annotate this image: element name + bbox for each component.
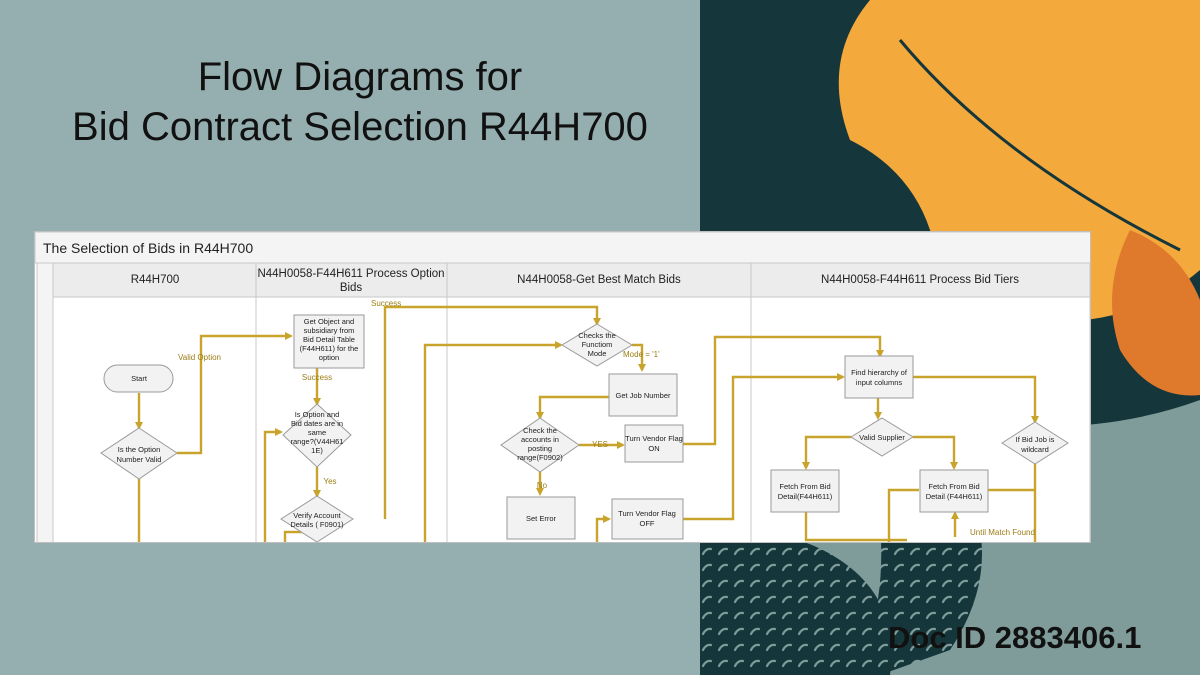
node-vendor-off-line-1: Turn Vendor Flag: [618, 509, 676, 518]
label-yes-2: YES: [592, 440, 608, 449]
node-check-accounts-line-3: posting: [528, 444, 552, 453]
leaf-vein: [898, 39, 1181, 252]
connector: [383, 305, 601, 519]
connector: [804, 512, 907, 542]
label-until-match: Until Match Found: [970, 528, 1035, 537]
orange-leaf-shape: [838, 0, 1200, 322]
node-if-bid-job-line-1: If Bid Job is: [1016, 435, 1055, 444]
node-verify-account-line-2: Details ( F0901): [290, 520, 344, 529]
slide-title-line-1: Flow Diagrams for: [197, 55, 523, 99]
node-vendor-on-line-2: ON: [648, 444, 659, 453]
lane-header-process-option-bids-line-1: N44H0058-F44H611 Process Option: [257, 268, 444, 280]
node-start: [103, 364, 174, 393]
swimlane-flow-diagram: The Selection of Bids in R44H700 R44H700…: [35, 232, 1090, 542]
diagram-title: The Selection of Bids in R44H700: [43, 240, 253, 256]
node-fetch-left-line-1: Fetch From Bid: [779, 482, 830, 491]
node-if-bid-job: [1001, 421, 1069, 465]
lane-header-best-match: N44H0058-Get Best Match Bids: [517, 274, 681, 286]
node-vendor-off-line-2: OFF: [640, 519, 655, 528]
node-get-object-line-5: option: [319, 353, 339, 362]
connector: [177, 332, 293, 455]
node-find-hierarchy: [844, 355, 914, 399]
flow-diagram-panel: The Selection of Bids in R44H700 R44H700…: [34, 231, 1091, 543]
lane-header-bid-tiers: N44H0058-F44H611 Process Bid Tiers: [821, 274, 1019, 286]
document-id: Doc ID 2883406.1: [888, 620, 1142, 655]
node-check-accounts-line-1: Check the: [523, 426, 557, 435]
node-verify-account-line-1: Verify Account: [293, 511, 341, 520]
node-function-mode: [561, 323, 633, 367]
slide-title-line-2: Bid Contract Selection R44H700: [72, 105, 648, 149]
connector: [913, 375, 1039, 424]
node-set-error: [506, 496, 576, 540]
node-vendor-on: [624, 424, 684, 463]
node-function-mode-line-3: Mode: [588, 349, 607, 358]
node-get-object-line-1: Get Object and: [304, 317, 354, 326]
node-fetch-right-line-2: Detail (F44H611): [926, 492, 983, 501]
node-vendor-off: [611, 498, 684, 540]
slide-title: Flow Diagrams for Bid Contract Selection…: [0, 52, 720, 152]
node-find-hierarchy-line-1: Find hierarchy of: [851, 368, 908, 377]
label-valid-option: Valid Option: [178, 353, 221, 362]
connector: [423, 341, 563, 542]
connector: [536, 395, 609, 420]
node-function-mode-line-1: Checks the: [578, 331, 616, 340]
node-get-job: [608, 373, 678, 417]
lane-header-r44h700: R44H700: [131, 274, 180, 286]
node-get-job-text: Get Job Number: [615, 391, 671, 400]
node-fetch-left-line-2: Detail(F44H611): [778, 492, 833, 501]
node-dates-range-line-4: range?(V44H61: [291, 437, 344, 446]
connector: [683, 373, 845, 521]
node-option-valid-line-1: Is the Option: [118, 445, 161, 454]
node-fetch-right: [919, 469, 989, 513]
node-dates-range-line-2: Bid dates are in: [291, 419, 343, 428]
node-verify-account: [280, 495, 354, 542]
node-get-object-line-2: subsidiary from: [304, 326, 355, 335]
connector: [913, 435, 958, 470]
node-get-object-line-4: (F44H611) for the: [300, 344, 359, 353]
label-no: No: [537, 481, 548, 490]
node-option-valid: [100, 427, 178, 480]
node-option-valid-line-2: Number Valid: [117, 455, 162, 464]
node-find-hierarchy-line-2: input columns: [856, 378, 903, 387]
label-yes-1: Yes: [323, 477, 336, 486]
label-success-2: Success: [371, 299, 401, 308]
node-get-object-line-3: Bid Detail Table: [303, 335, 355, 344]
node-start-text: Start: [131, 374, 148, 383]
connector: [887, 488, 919, 542]
node-check-accounts-line-2: accounts in: [521, 435, 559, 444]
dark-orange-leaf-shape: [1112, 230, 1200, 396]
node-check-accounts-line-4: range(F0902): [517, 453, 563, 462]
node-fetch-right-line-1: Fetch From Bid: [928, 482, 979, 491]
node-dates-range-line-3: same: [308, 428, 326, 437]
node-dates-range-line-1: Is Option and: [295, 410, 340, 419]
lane-header-bg: [52, 262, 1090, 298]
node-if-bid-job-line-2: wildcard: [1020, 445, 1049, 454]
pool-gutter: [36, 262, 54, 542]
connector: [802, 435, 851, 470]
node-check-accounts: [500, 417, 580, 473]
connector: [263, 428, 283, 542]
node-set-error-text: Set Error: [526, 514, 557, 523]
label-success-1: Success: [302, 373, 332, 382]
node-fetch-left: [770, 469, 840, 513]
label-mode: Mode = '1': [623, 350, 660, 359]
dotted-pattern-shape: [700, 533, 892, 675]
connector: [683, 335, 884, 446]
connector: [595, 515, 611, 542]
node-get-object: [293, 314, 365, 369]
node-dates-range-line-5: 1E): [311, 446, 323, 455]
diagram-title-bar: [35, 232, 1090, 264]
node-valid-supplier-text: Valid Supplier: [859, 433, 905, 442]
lane-header-process-option-bids-line-2: Bids: [340, 282, 363, 294]
node-vendor-on-line-1: Turn Vendor Flag: [625, 434, 683, 443]
node-function-mode-line-2: Functiom: [582, 340, 613, 349]
connector: [632, 343, 646, 372]
node-valid-supplier: [850, 417, 914, 457]
node-dates-range: [282, 403, 352, 468]
